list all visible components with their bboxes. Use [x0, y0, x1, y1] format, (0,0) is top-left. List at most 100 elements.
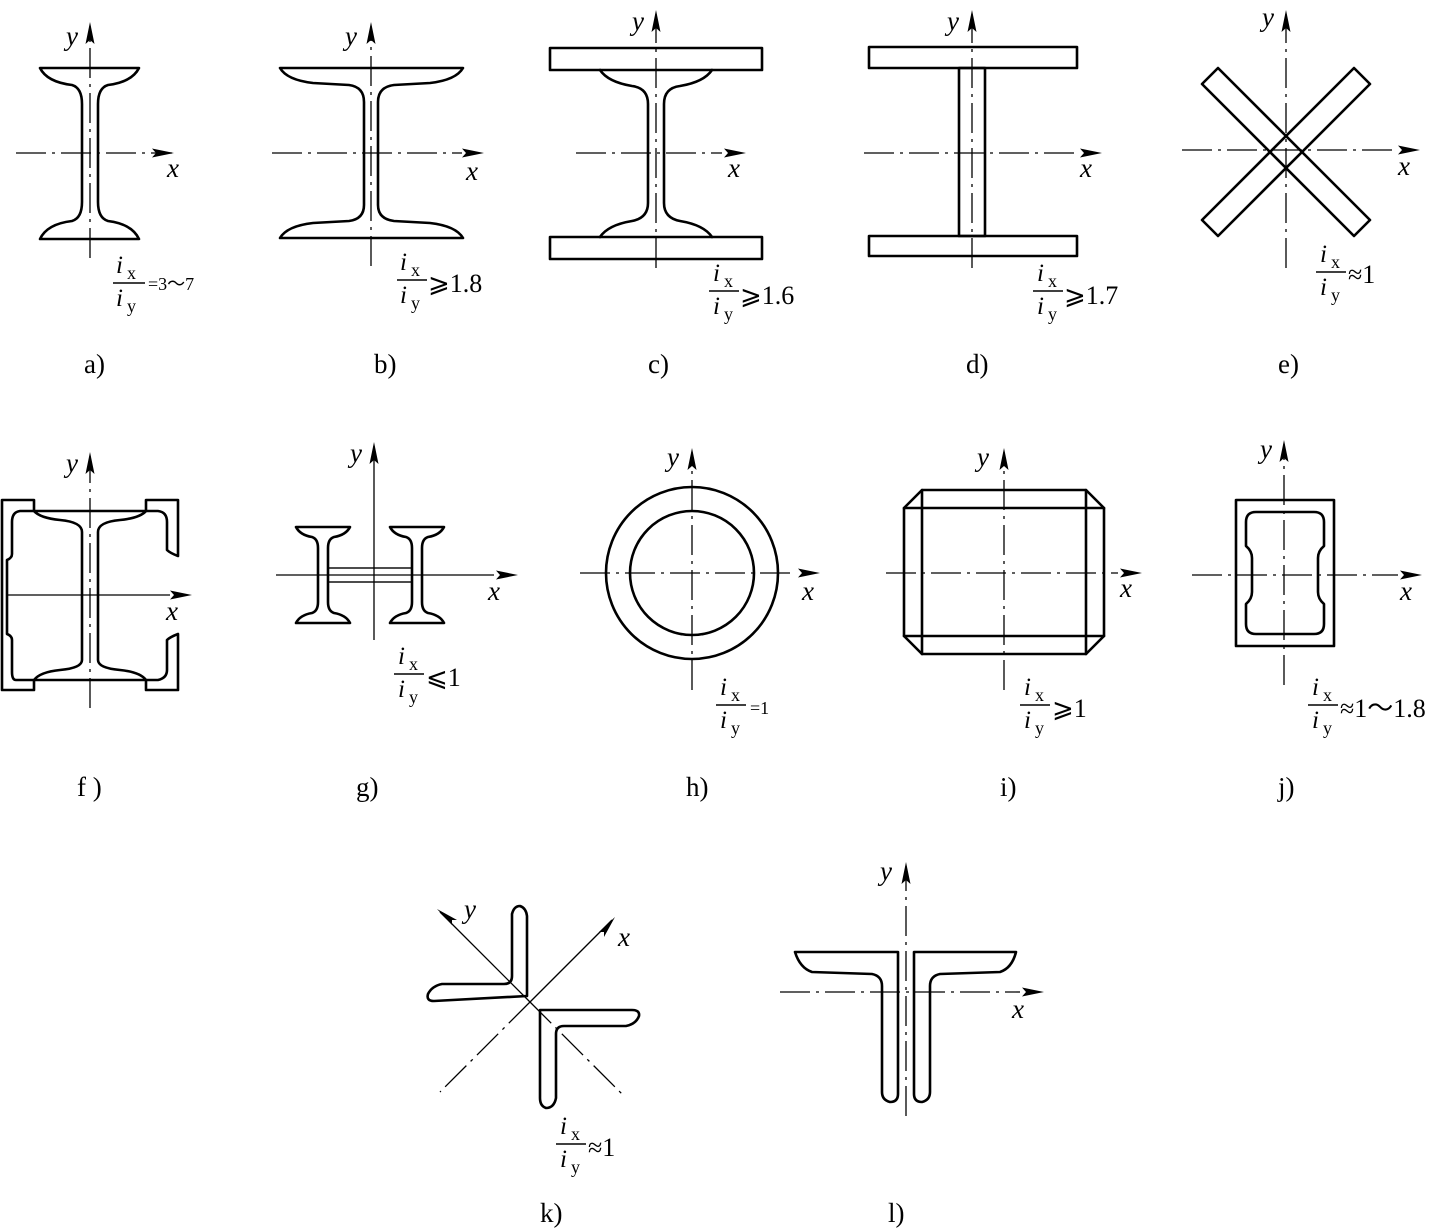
ratio-denominator-sub: y	[127, 296, 136, 316]
panel-f: y x f )	[0, 448, 192, 802]
ratio-denominator: i	[116, 285, 123, 312]
x-arrow-icon	[1022, 987, 1044, 997]
ratio-denominator: i	[1320, 274, 1327, 301]
ratio-denominator: i	[720, 707, 727, 734]
x-axis-label: x	[801, 576, 814, 606]
top-flange-plate	[867, 45, 1079, 70]
ratio-denominator: i	[1037, 293, 1044, 320]
y-axis-line-neg	[439, 1001, 531, 1093]
ratio-value: ⩽1	[426, 663, 461, 692]
ratio-numerator-sub: x	[1323, 685, 1332, 705]
ratio-denominator-sub: y	[1331, 285, 1340, 305]
x-axis-label: x	[487, 576, 500, 606]
y-axis-label: y	[342, 21, 357, 51]
ratio-denominator: i	[398, 676, 405, 703]
i-beam-wide-flange	[278, 66, 465, 240]
ratio-numerator-sub: x	[731, 685, 740, 705]
x-axis-label: x	[165, 596, 178, 626]
y-axis-label: y	[63, 448, 78, 478]
box-outer	[1234, 498, 1336, 648]
ratio-denominator-sub: y	[411, 293, 420, 313]
ratio-numerator: i	[116, 252, 123, 279]
x-axis-line-neg	[529, 1001, 625, 1097]
ratio-denominator-sub: y	[409, 687, 418, 707]
ratio-denominator: i	[1312, 707, 1319, 734]
panel-i: y x i x i y ⩾1 i)	[886, 442, 1142, 802]
x-axis-label: x	[1119, 573, 1132, 603]
batten-plate	[327, 567, 413, 583]
x-axis-label: x	[1397, 151, 1410, 181]
ratio-numerator-sub: x	[571, 1124, 580, 1144]
y-arrow-icon	[687, 448, 697, 470]
x-axis-label: x	[465, 156, 478, 186]
panel-b: y x i x i y ⩾1.8 b)	[272, 21, 484, 379]
caption-g: g)	[356, 772, 379, 802]
tube-outer	[604, 485, 780, 661]
ratio-numerator-sub: x	[411, 260, 420, 280]
y-axis-label: y	[1257, 434, 1272, 464]
ratio-denominator-sub: y	[1035, 718, 1044, 738]
panel-l: y x l)	[780, 856, 1044, 1228]
ratio-denominator-sub: y	[1048, 304, 1057, 324]
x-axis-label: x	[166, 153, 179, 183]
i-beam-core	[598, 68, 714, 239]
ratio-numerator-sub: x	[1331, 252, 1340, 272]
caption-c: c)	[648, 349, 669, 379]
angle-left	[793, 950, 900, 1104]
ratio-numerator-sub: x	[127, 263, 136, 283]
caption-h: h)	[686, 772, 709, 802]
x-axis-label: x	[727, 153, 740, 183]
ratio-denominator-sub: y	[731, 718, 740, 738]
panel-g: y x i x i y ⩽1 g)	[276, 438, 518, 802]
tube-inner	[628, 509, 756, 637]
bottom-flange-plate	[867, 234, 1079, 258]
y-axis-line	[439, 911, 531, 1003]
panel-h: y x i x i y =1 h)	[580, 442, 820, 802]
y-axis-label: y	[877, 856, 892, 886]
ratio-numerator: i	[1320, 241, 1327, 268]
ratio-value: =1	[750, 698, 769, 718]
ratio-value: =3～7	[148, 274, 194, 294]
panel-a: y x i x i y =3～7 a)	[16, 21, 194, 379]
angle-lower-right	[538, 1008, 641, 1110]
ratio-value: ⩾1	[1052, 694, 1087, 723]
ratio-numerator: i	[720, 674, 727, 701]
panel-e: y x i x i y ≈1 e)	[1182, 2, 1420, 379]
i-beam-right	[388, 525, 446, 625]
caption-l: l)	[888, 1198, 905, 1228]
ratio-numerator-sub: x	[409, 654, 418, 674]
y-axis-label: y	[63, 21, 78, 51]
ratio-numerator: i	[1037, 260, 1044, 287]
ratio-denominator: i	[400, 282, 407, 309]
ratio-denominator-sub: y	[1323, 718, 1332, 738]
x-axis-label: x	[1399, 576, 1412, 606]
ratio-value: ≈1～1.8	[1340, 694, 1426, 723]
x-axis-line	[529, 919, 613, 1003]
panel-j: y x i x i y ≈1～1.8 j)	[1192, 434, 1426, 802]
bottom-cover-plate	[548, 235, 764, 261]
x-axis-label: x	[617, 922, 630, 952]
caption-d: d)	[966, 349, 989, 379]
ratio-denominator-sub: y	[724, 304, 733, 324]
ratio-value: ⩾1.6	[740, 281, 794, 310]
angle-upper-left	[426, 904, 529, 1003]
ratio-numerator-sub: x	[1035, 685, 1044, 705]
panel-d: y x i x i y ⩾1.7 d)	[864, 6, 1118, 379]
x-arrow-icon	[599, 917, 615, 937]
panel-k: y x i x i y ≈1 k)	[426, 894, 641, 1228]
channel-left	[0, 498, 36, 692]
caption-f: f )	[77, 772, 102, 802]
channel-pair-inner	[1244, 510, 1326, 636]
caption-a: a)	[84, 349, 105, 379]
y-arrow-icon	[437, 909, 457, 925]
y-axis-label: y	[944, 6, 959, 36]
caption-i: i)	[1000, 772, 1017, 802]
caption-j: j)	[1277, 772, 1295, 802]
y-axis-label: y	[347, 438, 362, 468]
i-beam-left	[294, 525, 352, 625]
y-axis-label: y	[629, 6, 644, 36]
ratio-numerator-sub: x	[724, 271, 733, 291]
caption-b: b)	[374, 349, 397, 379]
ratio-value: ≈1	[1348, 260, 1375, 289]
